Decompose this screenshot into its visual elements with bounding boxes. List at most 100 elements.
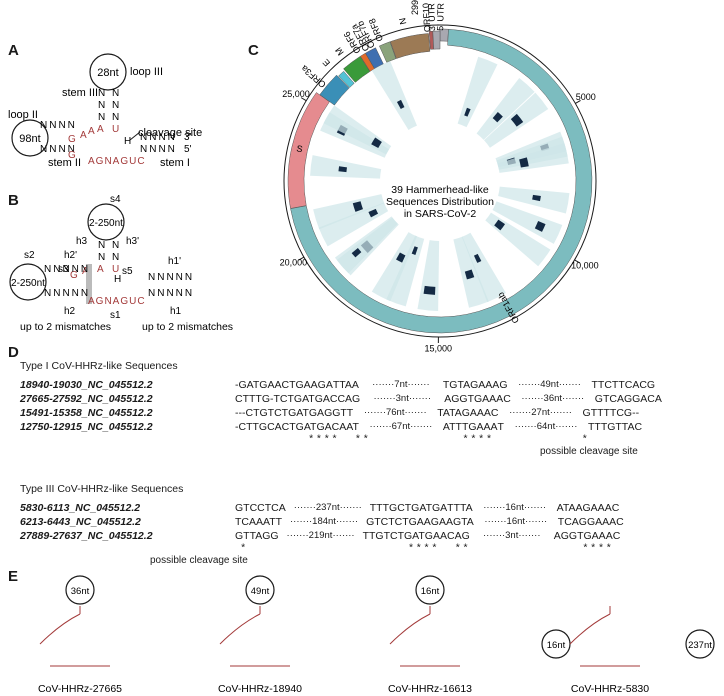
outer-axis-circle	[283, 24, 597, 338]
conservation-stars: ****	[582, 543, 614, 555]
gene-e	[338, 70, 355, 88]
svg-text:N: N	[112, 88, 119, 99]
panel-letter-c: C	[248, 42, 259, 59]
h3-label: h3	[76, 236, 88, 247]
panel-letter-d: D	[8, 344, 19, 361]
s1-label: s1	[110, 310, 121, 321]
h3p-label: h3'	[126, 236, 139, 247]
seq-block: G	[499, 379, 508, 391]
hit-mark	[371, 137, 382, 149]
seq-block: TAGG	[249, 530, 279, 542]
seq-block: CAGGACA	[609, 393, 662, 405]
seq-gap: ·······184nt·······	[290, 516, 359, 527]
seq-highlight: CTGATGA	[279, 393, 330, 405]
seq-block: TTTCG--	[597, 407, 640, 419]
seq-block: C	[503, 393, 511, 405]
stem-iii-label: stem III	[62, 87, 98, 99]
seq-gap: ·······76nt·······	[363, 407, 427, 418]
seq-block: T	[497, 421, 504, 433]
hit-mark	[351, 248, 362, 258]
hit-track	[313, 194, 385, 230]
loop-iii-circle	[89, 53, 127, 91]
core-strand	[569, 606, 611, 645]
conservation-stars: *	[581, 434, 590, 446]
seq-id: 27665-27592_NC_045512.2	[20, 393, 153, 405]
seq-highlight: GT	[235, 502, 250, 514]
s2-label: s2	[24, 250, 35, 261]
svg-text:N: N	[112, 100, 119, 111]
seq-highlight: CTGATGA	[390, 530, 440, 542]
seq-gap: ·······7nt·······	[372, 379, 430, 390]
hit-mark	[396, 252, 406, 263]
seq-highlight: CTGAAGA	[281, 379, 333, 391]
seq-block: TGTA	[442, 379, 471, 391]
loop-size-right: 237nt	[688, 640, 712, 651]
tick-mark	[300, 97, 307, 102]
seq-highlight: CTGAAGA	[394, 516, 446, 528]
loop-circle	[65, 575, 95, 605]
type3-conservation: ***** ******	[20, 543, 720, 555]
seq-gap: ·······64nt·······	[514, 421, 578, 432]
seq-block: CAAT	[331, 421, 359, 433]
stem-ii-top: NNNN	[40, 120, 77, 131]
seq-block: AAATT	[249, 516, 283, 528]
seq-block: TCAG	[557, 516, 587, 528]
svg-text:U: U	[112, 124, 119, 135]
tick-label: 20,000	[280, 257, 308, 267]
seq-highlight: GAAA	[461, 407, 491, 419]
seq-block: ---CTGT	[235, 407, 275, 419]
conservation-stars: **** **	[407, 543, 471, 555]
loop-size-left: 16nt	[547, 640, 566, 651]
seq-id: 27889-27637_NC_045512.2	[20, 530, 153, 542]
core-strand	[389, 606, 431, 645]
type1-title: Type I CoV-HHRz-like Sequences	[20, 360, 178, 372]
panel-letter-a: A	[8, 42, 19, 59]
center-title-line-1: 39 Hammerhead-like	[391, 184, 489, 196]
hit-mark	[473, 253, 482, 263]
type3-cleavage-note: possible cleavage site	[150, 555, 248, 566]
core-strand	[219, 606, 261, 645]
seq-gap: ·······3nt·······	[373, 393, 431, 404]
hit-mark	[396, 99, 405, 109]
hit-mark	[534, 221, 546, 232]
seq-block: AGGT	[444, 393, 474, 405]
seq-id: 5830-6113_NC_045512.2	[20, 502, 141, 514]
hit-mark	[464, 269, 475, 280]
seq-block: C	[490, 407, 499, 419]
gene-label-3utr: 3' UTR	[426, 3, 437, 32]
loop-size: 36nt	[71, 586, 90, 597]
svg-text:NNNNN: NNNNN	[44, 264, 90, 275]
hit-track	[371, 60, 417, 130]
stem-ii-bottom: NNNN	[40, 144, 77, 155]
hit-mark	[338, 166, 347, 173]
stem-i-5prime: 5'	[184, 144, 192, 155]
svg-text:N: N	[112, 240, 119, 251]
hit-mark	[423, 285, 436, 295]
gene-label-5utr: 5' UTR	[435, 3, 446, 31]
seq-highlight: GAAA	[474, 393, 504, 405]
s5-label: s5	[122, 266, 133, 277]
svg-text:NNNNN: NNNNN	[148, 288, 194, 299]
conservation-stars: **** **	[308, 434, 371, 446]
stem-i-top: NNNN	[140, 132, 177, 143]
panel-d: Type I CoV-HHRz-like Sequences 18940-190…	[20, 360, 720, 566]
hit-mark	[519, 157, 529, 168]
seq-gap: ·······3nt·······	[483, 530, 541, 541]
hit-track	[497, 143, 569, 173]
loop-top-size: 2-250nt	[89, 218, 123, 229]
panel-letter-e: E	[8, 568, 19, 585]
loop-ii-label: loop II	[8, 109, 38, 121]
hit-mark	[411, 246, 418, 256]
core-strand	[39, 606, 81, 645]
gene-label-n: N	[397, 17, 408, 25]
stem-ii-label: stem II	[48, 157, 81, 169]
mismatch-highlight	[86, 264, 92, 304]
mismatch-left-label: up to 2 mismatches	[20, 321, 111, 333]
tick-label: 25,000	[282, 89, 310, 99]
